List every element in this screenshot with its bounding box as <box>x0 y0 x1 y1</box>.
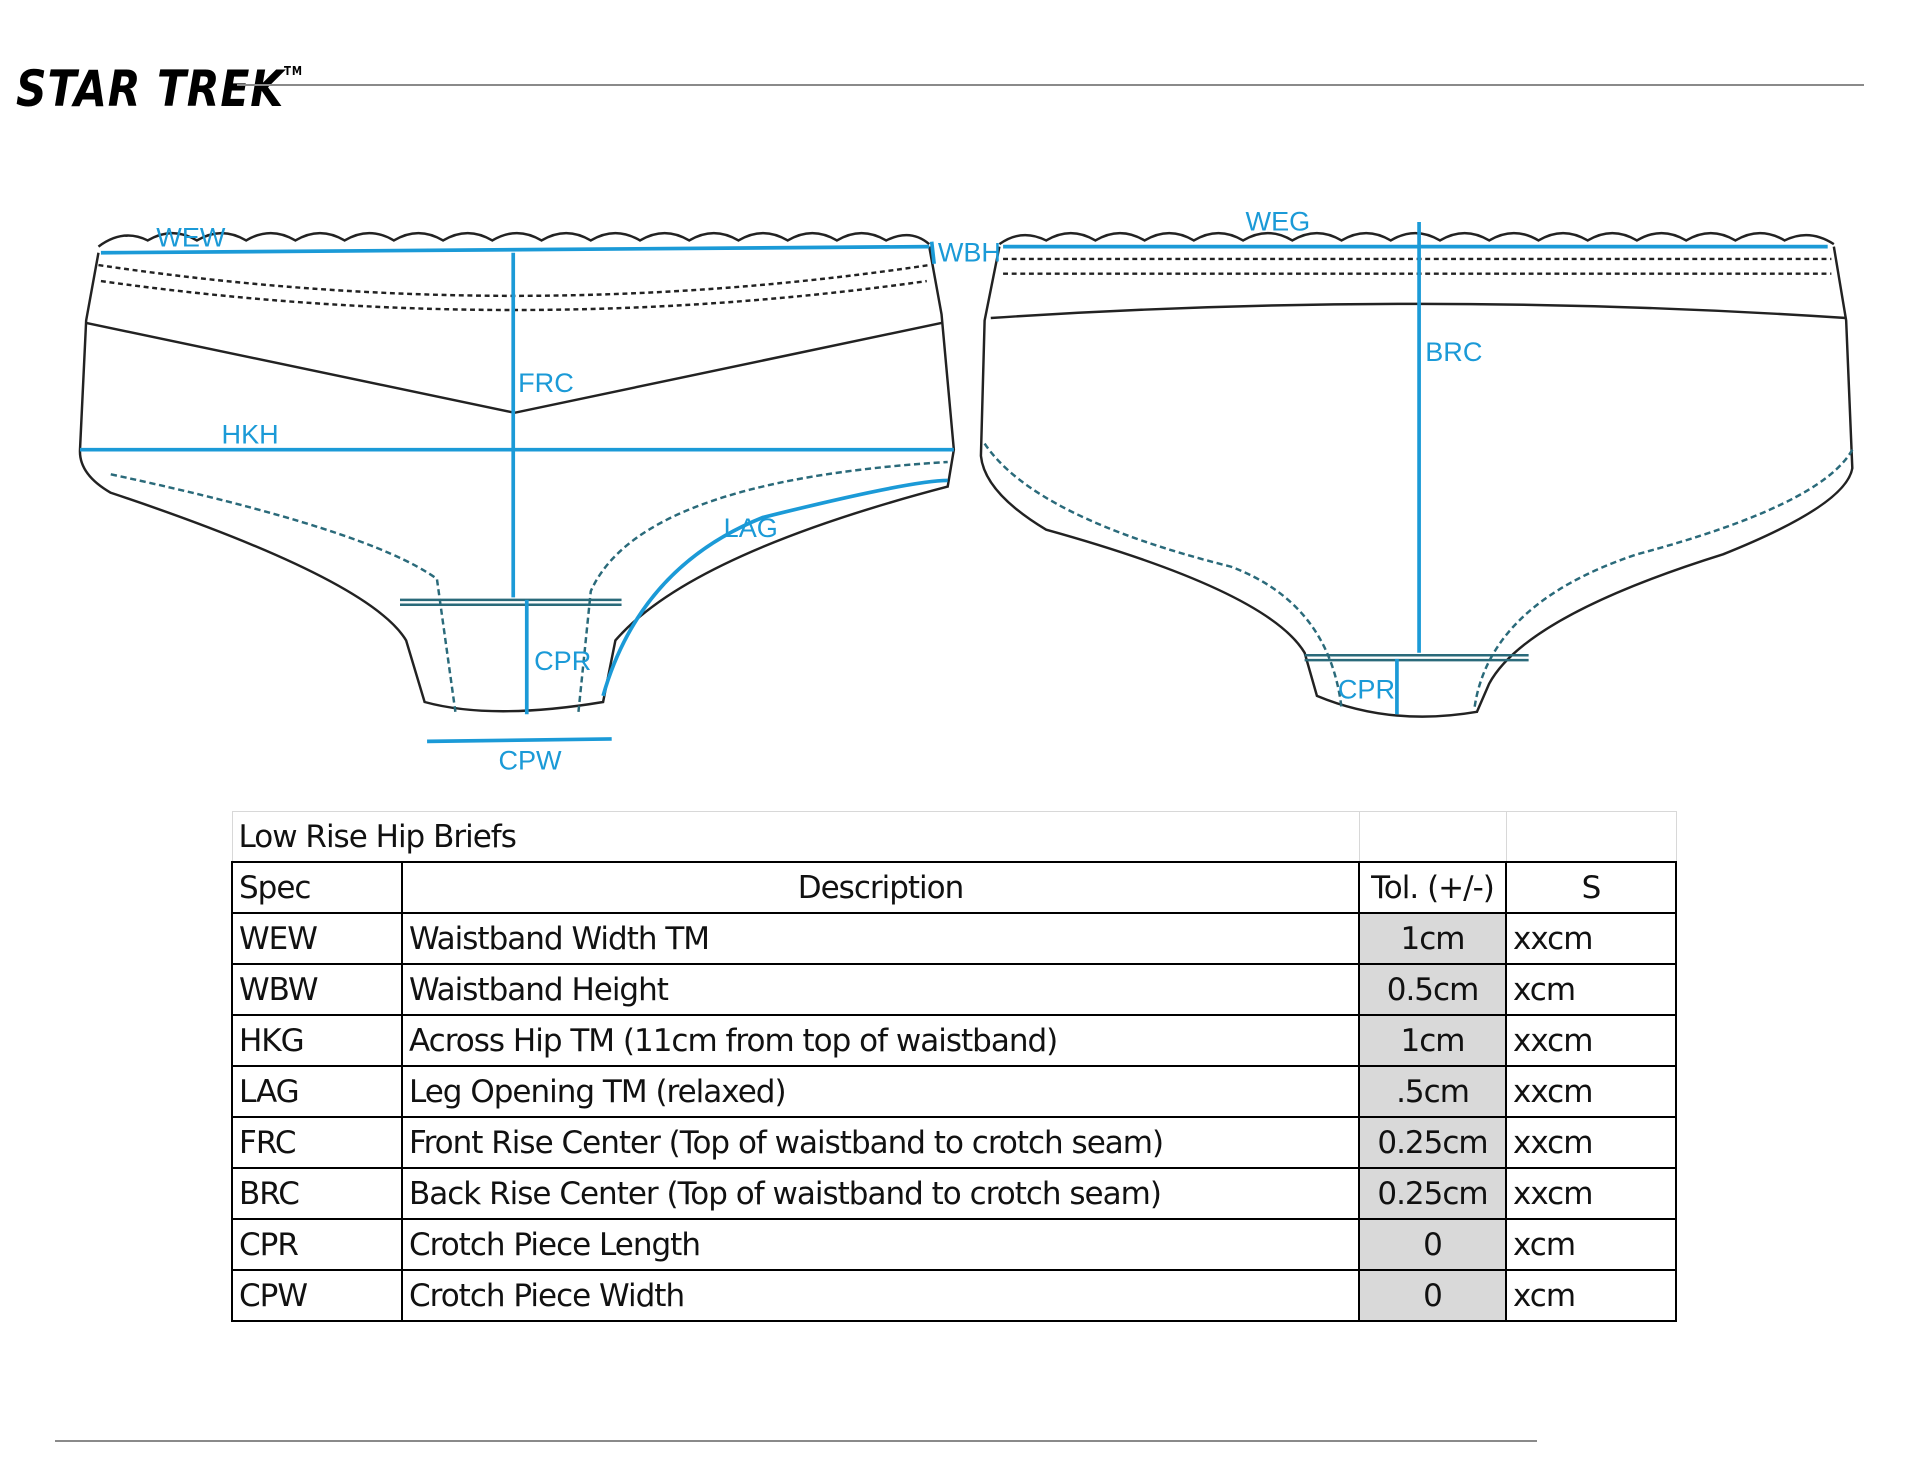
footer-divider <box>55 1440 1537 1442</box>
trademark: TM <box>284 64 303 78</box>
label-wew: WEW <box>156 222 226 253</box>
tolerance: 0 <box>1358 1218 1507 1271</box>
tolerance: .5cm <box>1358 1065 1507 1118</box>
header-description: Description <box>401 861 1360 914</box>
header-divider <box>237 84 1864 86</box>
spec-code: BRC <box>231 1167 403 1220</box>
empty-cell <box>1505 811 1677 863</box>
tolerance: 1cm <box>1358 1014 1507 1067</box>
label-hkh: HKH <box>222 419 279 450</box>
size-s-value: xxcm <box>1505 1167 1677 1220</box>
table-title: Low Rise Hip Briefs <box>231 811 1360 863</box>
description: Leg Opening TM (relaxed) <box>401 1065 1360 1118</box>
tolerance: 0.25cm <box>1358 1116 1507 1169</box>
label-wbh: WBH <box>938 236 1001 267</box>
wew-line <box>100 244 930 255</box>
label-weg: WEG <box>1246 206 1311 237</box>
label-frc: FRC <box>518 367 574 398</box>
label-cpr-back: CPR <box>1338 673 1395 704</box>
size-s-value: xcm <box>1505 1269 1677 1322</box>
size-s-value: xxcm <box>1505 912 1677 965</box>
size-s-value: xcm <box>1505 963 1677 1016</box>
description: Front Rise Center (Top of waistband to c… <box>401 1116 1360 1169</box>
front-brief-outline <box>78 231 956 713</box>
wbh-line <box>929 241 936 265</box>
table-header-row: Spec Description Tol. (+/-) S <box>231 861 1677 914</box>
description: Waistband Width TM <box>401 912 1360 965</box>
size-s-value: xcm <box>1505 1218 1677 1271</box>
header-size-s: S <box>1505 861 1677 914</box>
description: Waistband Height <box>401 963 1360 1016</box>
cpw-line <box>427 737 612 744</box>
lag-line <box>601 478 948 697</box>
spec-code: LAG <box>231 1065 403 1118</box>
spec-code: CPR <box>231 1218 403 1271</box>
size-s-value: xxcm <box>1505 1065 1677 1118</box>
back-brief-outline <box>979 231 1854 718</box>
description: Across Hip TM (11cm from top of waistban… <box>401 1014 1360 1067</box>
description: Back Rise Center (Top of waistband to cr… <box>401 1167 1360 1220</box>
tolerance: 0.25cm <box>1358 1167 1507 1220</box>
spec-code: CPW <box>231 1269 403 1322</box>
logo-text: STAR TREK <box>16 60 285 118</box>
spec-code: WEW <box>231 912 403 965</box>
tolerance: 1cm <box>1358 912 1507 965</box>
size-s-value: xxcm <box>1505 1116 1677 1169</box>
spec-table: Low Rise Hip Briefs Spec Description Tol… <box>231 811 1677 1322</box>
measurement-lines <box>80 222 1828 744</box>
label-cpw: CPW <box>498 745 562 776</box>
label-lag: LAG <box>724 512 778 543</box>
star-trek-logo: STAR TREKTM <box>16 60 303 118</box>
description: Crotch Piece Width <box>401 1269 1360 1322</box>
spec-code: WBW <box>231 963 403 1016</box>
tolerance: 0 <box>1358 1269 1507 1322</box>
spec-code: FRC <box>231 1116 403 1169</box>
label-brc: BRC <box>1425 336 1482 367</box>
spec-code: HKG <box>231 1014 403 1067</box>
label-cpr-front: CPR <box>534 645 591 676</box>
size-s-value: xxcm <box>1505 1014 1677 1067</box>
header-spec: Spec <box>231 861 403 914</box>
table-title-row: Low Rise Hip Briefs <box>231 811 1677 863</box>
description: Crotch Piece Length <box>401 1218 1360 1271</box>
empty-cell <box>1358 811 1507 863</box>
tolerance: 0.5cm <box>1358 963 1507 1016</box>
header-tolerance: Tol. (+/-) <box>1358 861 1507 914</box>
